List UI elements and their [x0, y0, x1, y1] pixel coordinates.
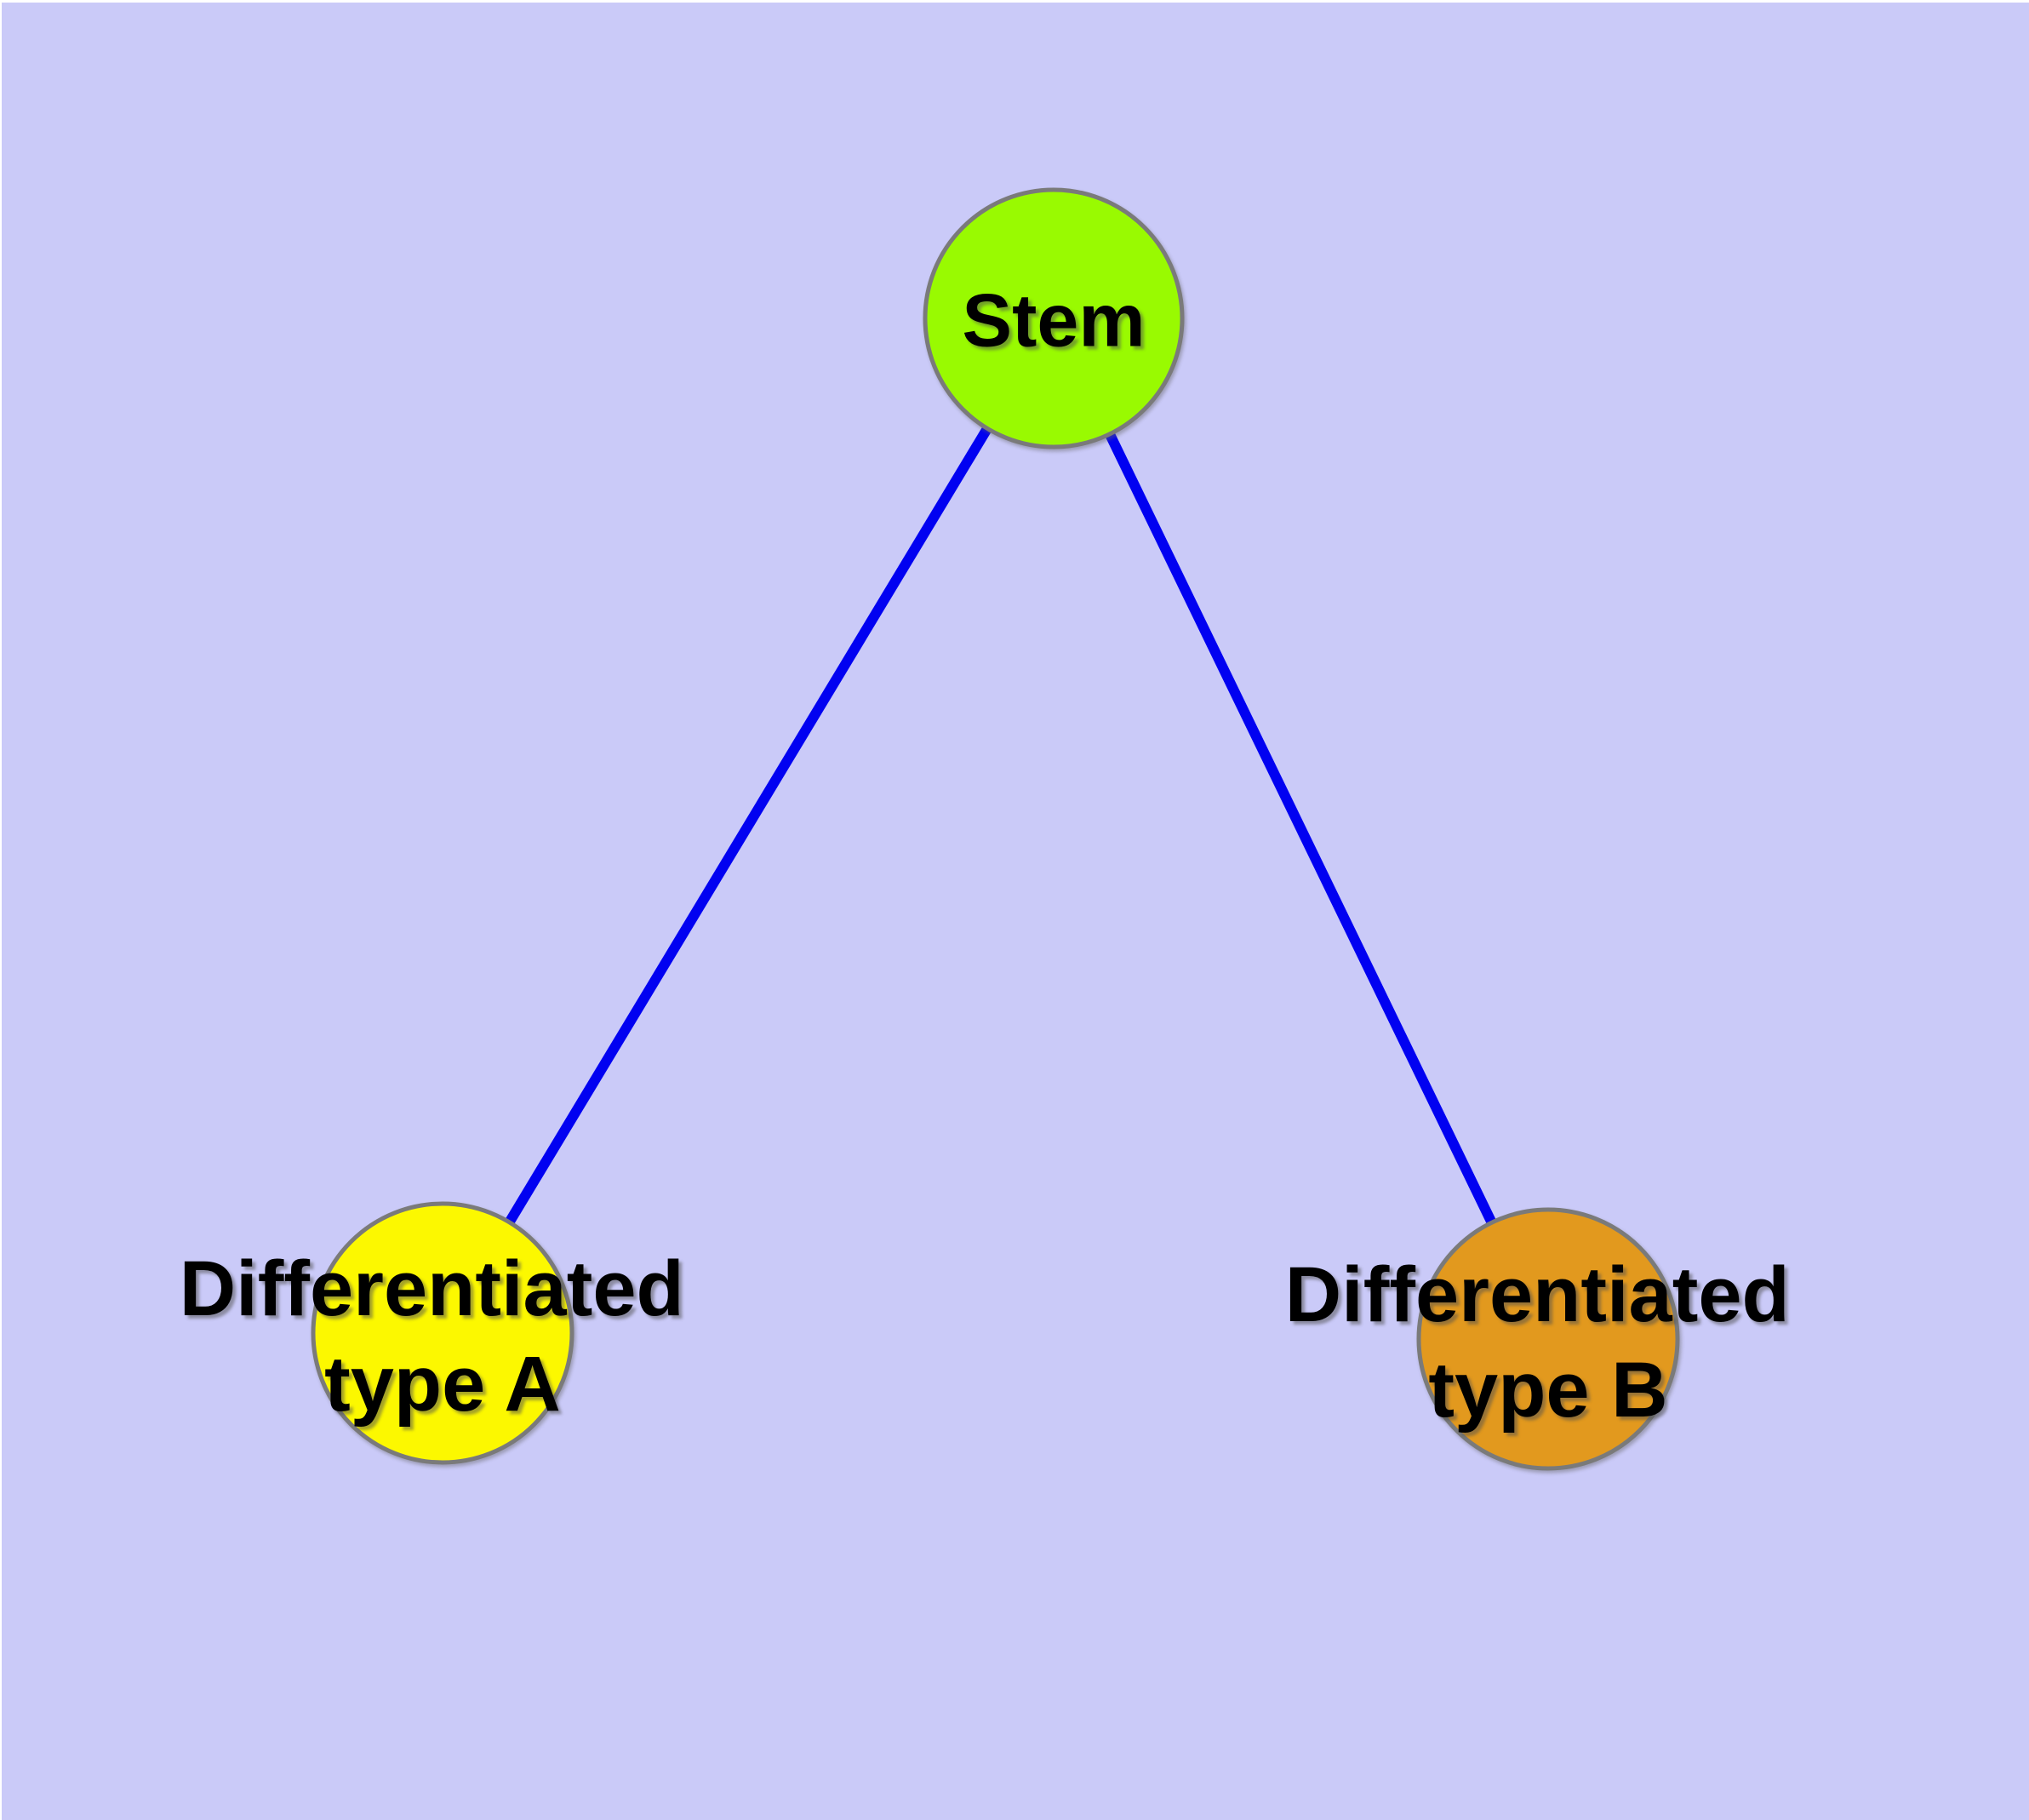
node-stem-label: Stem	[962, 278, 1145, 363]
node-labels: Stem Differentiated type A Differentiate…	[180, 278, 1812, 1434]
window-left-edge	[0, 0, 2, 1820]
node-type-b-label-line2: type B	[1428, 1347, 1667, 1434]
node-stem[interactable]	[923, 187, 1185, 449]
window-top-edge	[0, 0, 2029, 3]
node-type-b-label-line1: Differentiated	[1285, 1251, 1790, 1338]
node-type-a-label-line1: Differentiated	[180, 1245, 684, 1332]
node-type-b-label: Differentiated type B	[1285, 1251, 1812, 1434]
edge-stem-typeB	[1049, 316, 1553, 1342]
edges	[437, 315, 1553, 1342]
node-type-a-label-line2: type A	[324, 1341, 561, 1428]
edge-stem-typeA	[437, 315, 1059, 1336]
node-differentiated-type-b[interactable]	[1416, 1207, 1680, 1471]
nodes	[311, 187, 1680, 1471]
node-type-a-label: Differentiated type A	[180, 1245, 706, 1428]
node-differentiated-type-a[interactable]	[311, 1201, 574, 1465]
